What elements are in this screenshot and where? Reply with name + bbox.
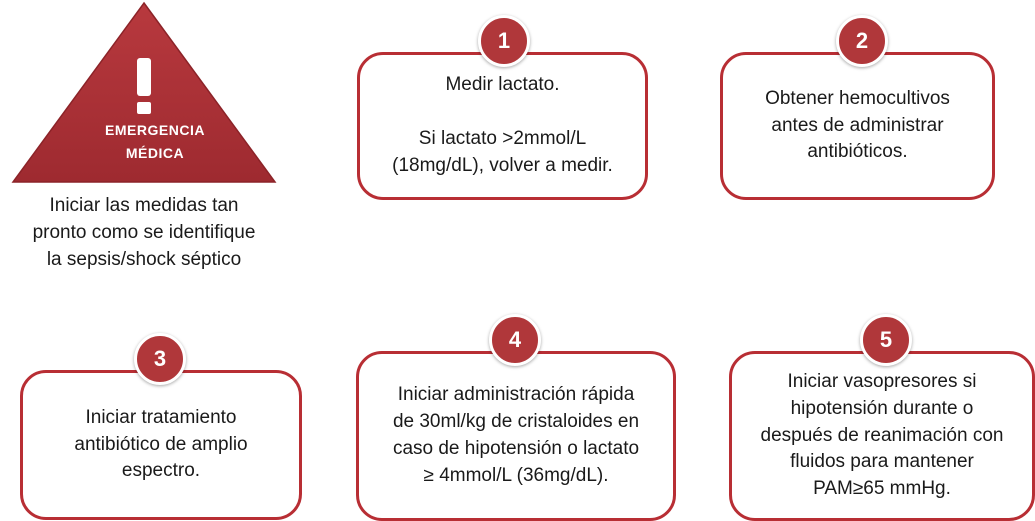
exclamation-icon <box>137 58 151 96</box>
emergency-label-line1: EMERGENCIA <box>105 122 205 138</box>
step-4-box: Iniciar administración rápida de 30ml/kg… <box>356 351 676 521</box>
step-5-box: Iniciar vasopresores si hipotensión dura… <box>729 351 1035 521</box>
step-1-box: Medir lactato. Si lactato >2mmol/L (18mg… <box>357 52 648 200</box>
warning-triangle-icon <box>11 1 277 183</box>
step-2-box: Obtener hemocultivos antes de administra… <box>720 52 995 200</box>
step-3-badge: 3 <box>134 333 186 385</box>
step-4-badge: 4 <box>489 314 541 366</box>
emergency-label-line2: MÉDICA <box>125 145 185 161</box>
step-3-box: Iniciar tratamiento antibiótico de ampli… <box>20 370 302 520</box>
step-1-badge: 1 <box>478 15 530 67</box>
warning-caption: Iniciar las medidas tan pronto como se i… <box>32 195 256 270</box>
step-5-badge: 5 <box>860 314 912 366</box>
emergency-warning: EMERGENCIA MÉDICA <box>10 0 278 185</box>
step-2-badge: 2 <box>836 15 888 67</box>
